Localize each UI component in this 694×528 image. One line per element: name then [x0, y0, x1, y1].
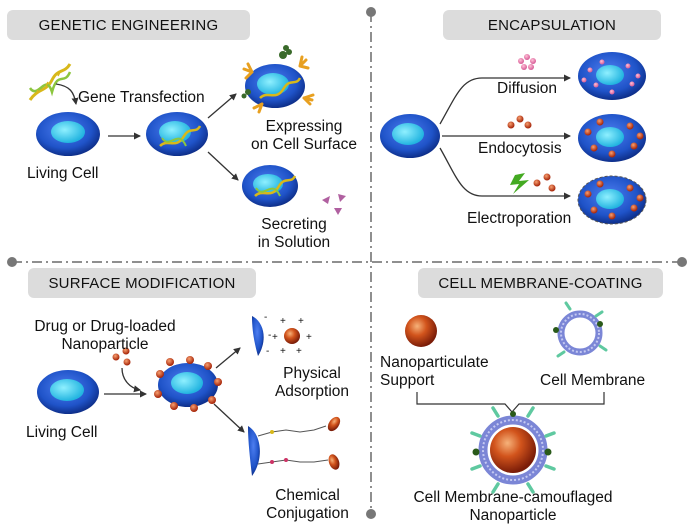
encapsulation-title: ENCAPSULATION	[487, 16, 617, 34]
svg-text:+: +	[296, 346, 302, 357]
drug-line-1: Drug or Drug-loaded	[34, 318, 176, 335]
svg-text:+: +	[306, 332, 312, 343]
support-line-1: Nanoparticulate	[380, 354, 489, 371]
divider-endpoint-top	[366, 7, 376, 17]
svg-text:+: +	[272, 332, 278, 343]
chemical-line-2: Conjugation	[266, 505, 349, 522]
svg-text:-: -	[266, 346, 269, 357]
diffusion-loaded-cell-icon	[578, 52, 646, 100]
svg-text:+: +	[298, 316, 304, 327]
svg-text:-: -	[268, 330, 271, 341]
living-cell-label: Living Cell	[27, 165, 99, 182]
encapsulation-header: ENCAPSULATION	[443, 10, 661, 40]
result-line-1: Cell Membrane-camouflaged	[413, 489, 613, 506]
endocytosis-loaded-cell-icon	[578, 114, 646, 162]
drug-line-2: Nanoparticle	[61, 336, 149, 353]
secreting-cell-icon	[242, 165, 298, 207]
surface-modification-title: SURFACE MODIFICATION	[48, 274, 236, 292]
drug-particles-icon	[112, 347, 131, 366]
lightning-icon	[510, 173, 529, 194]
chemical-line-1: Chemical	[275, 487, 340, 504]
surface-protein-icon	[241, 45, 292, 99]
endocytosis-particles-icon	[507, 115, 532, 129]
expressing-label: Expressing on Cell Surface	[244, 118, 364, 154]
physical-line-1: Physical	[283, 365, 341, 382]
svg-text:+: +	[280, 346, 286, 357]
membrane-coating-panel	[405, 301, 608, 494]
expressing-line-2: on Cell Surface	[251, 136, 357, 153]
secreting-line-2: in Solution	[257, 234, 331, 251]
transfected-cell-icon	[146, 112, 208, 156]
camouflaged-nanoparticle-label: Cell Membrane-camouflaged Nanoparticle	[398, 489, 628, 525]
membrane-coating-header: CELL MEMBRANE-COATING	[418, 268, 663, 298]
svg-text:+: +	[280, 316, 286, 327]
electroporation-label: Electroporation	[467, 210, 572, 227]
decorated-cell-icon	[154, 356, 222, 412]
dna-icon	[28, 63, 72, 101]
source-cell-icon	[380, 114, 440, 158]
electroporation-particles-icon	[533, 173, 556, 192]
cell-membrane-label: Cell Membrane	[540, 372, 646, 389]
chemical-conjugation-icon	[248, 416, 341, 476]
panel-dividers	[7, 7, 687, 519]
living-cell-icon	[36, 112, 100, 156]
genetic-engineering-header: GENETIC ENGINEERING	[7, 10, 250, 40]
svg-text:-: -	[264, 312, 267, 323]
drug-label: Drug or Drug-loaded Nanoparticle	[30, 318, 180, 354]
nanoparticulate-support-label: Nanoparticulate Support	[380, 354, 505, 390]
surface-modification-header: SURFACE MODIFICATION	[28, 268, 256, 298]
secreting-line-1: Secreting	[261, 216, 327, 233]
genetic-engineering-panel	[28, 45, 346, 215]
bracket-icon	[416, 392, 605, 413]
secreted-protein-icon	[322, 194, 346, 215]
surface-expressing-cell-icon	[245, 64, 305, 108]
gene-transfection-label: Gene Transfection	[78, 89, 205, 106]
living-cell-label-surface: Living Cell	[26, 424, 98, 441]
physical-line-2: Adsorption	[274, 383, 350, 400]
divider-endpoint-right	[677, 257, 687, 267]
support-line-2: Support	[380, 372, 435, 389]
divider-endpoint-bottom	[366, 509, 376, 519]
living-cell-icon-surface	[37, 370, 99, 414]
chemical-conjugation-label: Chemical Conjugation	[255, 487, 360, 523]
membrane-coating-title: CELL MEMBRANE-COATING	[438, 274, 643, 292]
divider-endpoint-left	[7, 257, 17, 267]
secreting-label: Secreting in Solution	[244, 216, 344, 252]
camouflaged-nanoparticle-icon	[470, 406, 556, 494]
electroporation-loaded-cell-icon	[577, 175, 647, 225]
diffusion-particles-icon	[518, 54, 536, 70]
diffusion-label: Diffusion	[497, 80, 558, 97]
physical-adsorption-label: Physical Adsorption	[262, 365, 362, 401]
cell-membrane-vesicle-icon	[553, 301, 608, 358]
encapsulation-panel	[380, 52, 647, 225]
surface-modification-panel: - - - + + + + + +	[37, 312, 341, 476]
expressing-line-1: Expressing	[265, 118, 343, 135]
genetic-engineering-title: GENETIC ENGINEERING	[38, 16, 219, 34]
nanoparticle-icon	[405, 315, 437, 347]
result-line-2: Nanoparticle	[469, 507, 557, 524]
antibody-icon	[242, 55, 315, 114]
endocytosis-label: Endocytosis	[478, 140, 562, 157]
physical-adsorption-icon: - - - + + + + + +	[252, 312, 312, 357]
